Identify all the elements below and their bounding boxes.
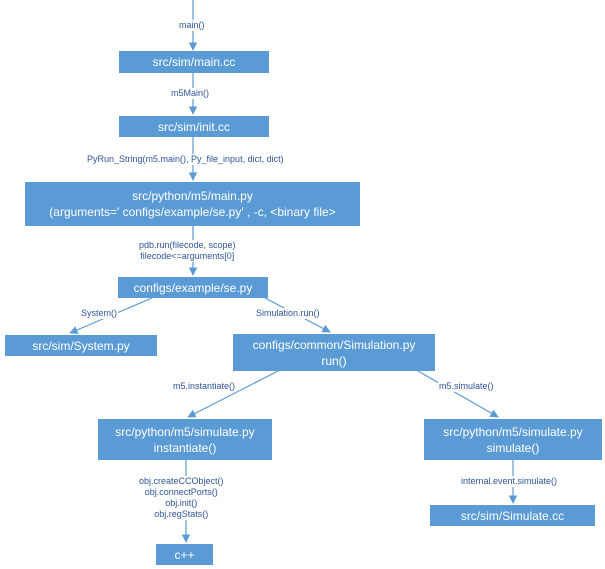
edge-instantiate — [187, 370, 279, 418]
node-simulate-instantiate: src/python/m5/simulate.py instantiate() — [98, 419, 272, 460]
edge-label-simulation-run: Simulation.run() — [255, 308, 321, 319]
node-simulation-py: configs/common/Simulation.py run() — [233, 334, 435, 371]
node-simulate-cc: src/sim/Simulate.cc — [430, 505, 595, 526]
edge-label-pyrun: PyRun_String(m5.main(), Py_file_input, d… — [86, 154, 285, 165]
node-simulate-simulate: src/python/m5/simulate.py simulate() — [424, 419, 602, 460]
edge-label-obj-calls-line4: obj.regStats() — [154, 509, 209, 519]
edge-label-internal-simulate: internal.event.simulate() — [460, 476, 559, 487]
node-simulation-py-line2: run() — [321, 353, 347, 368]
node-simulate-cc-label: src/sim/Simulate.cc — [460, 508, 565, 523]
node-se-py-label: configs/example/se.py — [133, 280, 253, 295]
edge-label-obj-calls-line2: obj.connectPorts() — [144, 487, 218, 497]
node-simulate-instantiate-line2: instantiate() — [153, 440, 217, 455]
node-main-cc: src/sim/main.cc — [119, 51, 269, 73]
node-system-py: src/sim/System.py — [5, 335, 157, 356]
edge-label-m5main: m5Main() — [170, 88, 211, 99]
edge-simulate — [417, 370, 499, 418]
edge-label-obj-calls: obj.createCCObject() obj.connectPorts() … — [138, 476, 225, 520]
edge-label-obj-calls-line1: obj.createCCObject() — [139, 476, 224, 486]
node-init-cc-label: src/sim/init.cc — [158, 119, 230, 134]
node-main-cc-label: src/sim/main.cc — [152, 55, 236, 69]
edge-label-pdb-run: pdb.run(filecode, scope) filecode<=argum… — [138, 240, 237, 262]
node-cpp: c++ — [156, 544, 213, 565]
node-simulation-py-line1: configs/common/Simulation.py — [252, 337, 416, 352]
node-main-py: src/python/m5/main.py (arguments=' confi… — [25, 182, 360, 226]
edge-label-pdb-run-line1: pdb.run(filecode, scope) — [139, 240, 236, 250]
node-simulate-instantiate-line1: src/python/m5/simulate.py — [115, 424, 255, 439]
node-main-py-line2: (arguments=' configs/example/se.py' , -c… — [49, 205, 336, 219]
edge-label-system: System() — [80, 308, 118, 319]
node-simulate-simulate-line1: src/python/m5/simulate.py — [443, 424, 583, 439]
edge-label-main: main() — [178, 20, 206, 31]
edge-label-obj-calls-line3: obj.init() — [165, 498, 198, 508]
node-system-py-label: src/sim/System.py — [32, 338, 130, 353]
edge-label-pdb-run-line2: filecode<=arguments[0] — [140, 251, 235, 261]
edge-label-simulate: m5.simulate() — [438, 381, 495, 392]
edge-label-instantiate: m5.instantiate() — [172, 381, 237, 392]
node-simulate-simulate-line2: simulate() — [486, 440, 540, 455]
node-main-py-line1: src/python/m5/main.py — [132, 189, 253, 203]
node-se-py: configs/example/se.py — [118, 277, 268, 298]
node-cpp-label: c++ — [174, 547, 195, 562]
node-init-cc: src/sim/init.cc — [119, 116, 269, 137]
